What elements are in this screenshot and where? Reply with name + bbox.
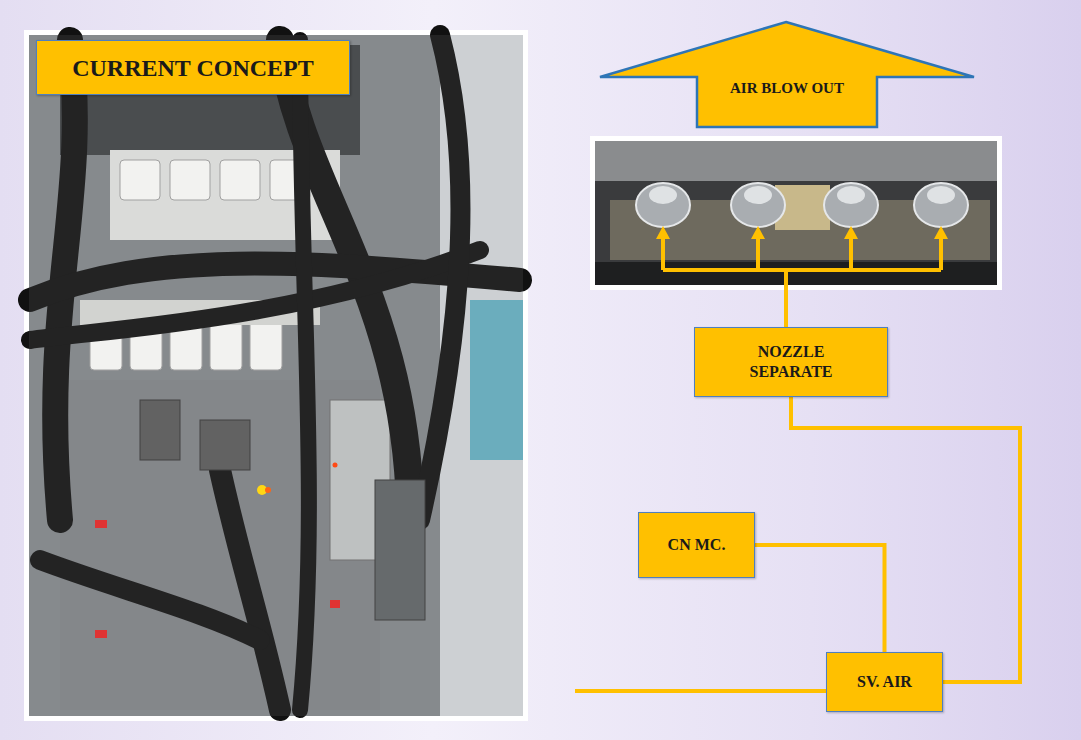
node-label: NOZZLE SEPARATE	[726, 342, 856, 382]
connector	[755, 545, 885, 652]
arrow-outline	[598, 20, 976, 130]
title-tag: CURRENT CONCEPT	[36, 40, 350, 95]
node-label: CURRENT CONCEPT	[72, 53, 314, 83]
machine-photo	[29, 35, 523, 716]
feed-line	[575, 236, 941, 691]
process-box: CN MC.	[638, 512, 755, 578]
process-box: NOZZLE SEPARATE	[694, 327, 888, 397]
process-box: SV. AIR	[826, 652, 943, 712]
node-label: SV. AIR	[857, 672, 912, 692]
node-label: CN MC.	[668, 535, 726, 555]
nozzle-photo	[595, 141, 997, 285]
photo-frame	[24, 30, 528, 721]
arrow-shape: AIR BLOW OUT	[598, 20, 976, 130]
node-label: AIR BLOW OUT	[699, 79, 875, 98]
arrow-head	[656, 226, 948, 239]
connector	[791, 397, 1020, 682]
